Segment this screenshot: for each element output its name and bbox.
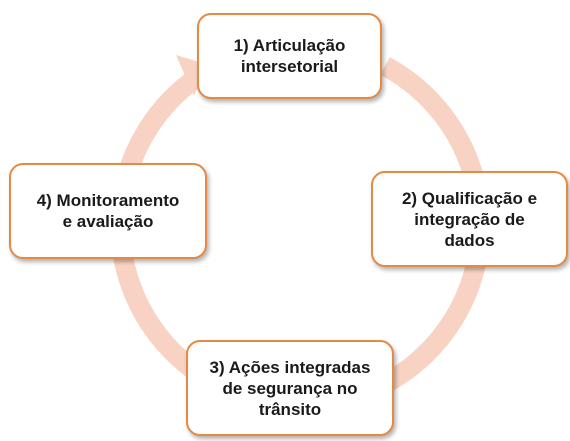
step-4-label: 4) Monitoramento e avaliação — [36, 191, 180, 231]
step-1-label: 1) Articulação intersetorial — [233, 36, 346, 76]
step-1-box: 1) Articulação intersetorial — [197, 13, 382, 99]
step-2-box: 2) Qualificação e integração de dados — [371, 171, 568, 267]
step-3-label: 3) Ações integradas de segurança no trân… — [209, 357, 371, 419]
step-2-label: 2) Qualificação e integração de dados — [401, 188, 538, 250]
step-4-box: 4) Monitoramento e avaliação — [9, 163, 207, 259]
step-3-box: 3) Ações integradas de segurança no trân… — [186, 340, 394, 436]
